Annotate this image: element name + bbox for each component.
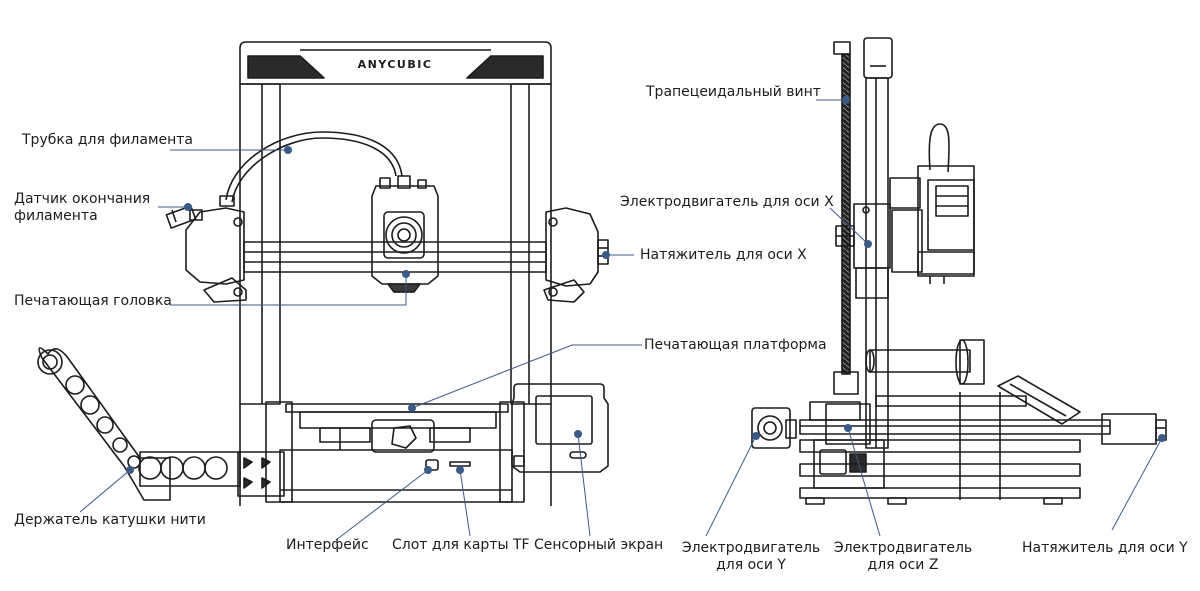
right-frame-pillar xyxy=(510,83,552,405)
label-spool-holder: Держатель катушки нити xyxy=(14,512,206,528)
label-y-tensioner: Натяжитель для оси Y xyxy=(1022,540,1188,556)
touch-screen xyxy=(511,383,609,473)
spool-holder-side xyxy=(865,339,985,385)
filament-tube xyxy=(225,131,403,201)
y-axis-motor xyxy=(751,407,797,449)
x-axis-right-block xyxy=(545,207,599,287)
print-platform xyxy=(285,403,509,453)
label-print-platform: Печатающая платформа xyxy=(644,337,827,353)
label-interface: Интерфейс xyxy=(286,537,369,553)
label-x-tensioner: Натяжитель для оси X xyxy=(640,247,807,263)
label-z-motor-line2: для оси Z xyxy=(867,557,939,573)
leader-x-motor xyxy=(829,207,869,245)
label-runout-sensor: Датчик окончания филамента xyxy=(14,191,164,225)
left-frame-pillar xyxy=(239,83,281,405)
trapezoidal-screw xyxy=(841,53,851,375)
leader-spool-holder xyxy=(79,469,131,513)
leader-print-head xyxy=(170,274,407,306)
print-head-side xyxy=(889,165,975,284)
label-touch-screen: Сенсорный экран xyxy=(534,537,664,553)
leader-touch-screen xyxy=(577,433,591,537)
z-axis-motor xyxy=(825,403,871,445)
leader-y-motor xyxy=(705,435,757,537)
filament-runout-sensor xyxy=(165,205,203,229)
label-runout-sensor-line1: Датчик окончания xyxy=(14,191,151,207)
leader-interface xyxy=(335,469,429,541)
printer-base xyxy=(279,449,513,503)
label-z-motor-line1: Электродвигатель xyxy=(833,540,973,556)
top-frame-cap xyxy=(239,41,552,85)
tf-card-slot xyxy=(449,461,471,467)
power-socket xyxy=(819,449,847,475)
label-y-motor-line1: Электродвигатель xyxy=(681,540,821,556)
leader-tf-slot xyxy=(459,469,471,537)
touch-screen-side xyxy=(997,375,1081,425)
x-axis-motor xyxy=(835,203,891,299)
front-view-printer: ANYCUBIC xyxy=(37,41,609,506)
brand-logo: ANYCUBIC xyxy=(358,58,433,71)
label-filament-tube: Трубка для филамента xyxy=(22,132,194,148)
leader-z-motor xyxy=(847,427,881,537)
print-head xyxy=(371,175,439,293)
label-y-motor-line2: для оси Y xyxy=(716,557,786,573)
label-x-motor: Электродвигатель для оси X xyxy=(620,194,834,210)
leader-print-platform xyxy=(411,344,642,409)
label-tf-slot: Слот для карты TF xyxy=(392,537,530,553)
y-axis-rails xyxy=(799,392,1111,500)
leader-lines xyxy=(79,99,1163,541)
x-axis-left-block xyxy=(185,207,245,285)
spool-holder xyxy=(37,347,285,501)
label-trapezoidal-screw: Трапецеидальный винт xyxy=(646,84,821,100)
label-print-head: Печатающая головка xyxy=(14,293,172,309)
label-z-motor: Электродвигатель для оси Z xyxy=(828,540,978,574)
x-axis-beam xyxy=(243,241,547,273)
label-runout-sensor-line2: филамента xyxy=(14,208,98,224)
leader-dots xyxy=(126,96,1166,474)
leader-y-tensioner xyxy=(1111,437,1163,531)
label-y-motor: Электродвигатель для оси Y xyxy=(676,540,826,574)
side-view-printer xyxy=(751,37,1167,505)
